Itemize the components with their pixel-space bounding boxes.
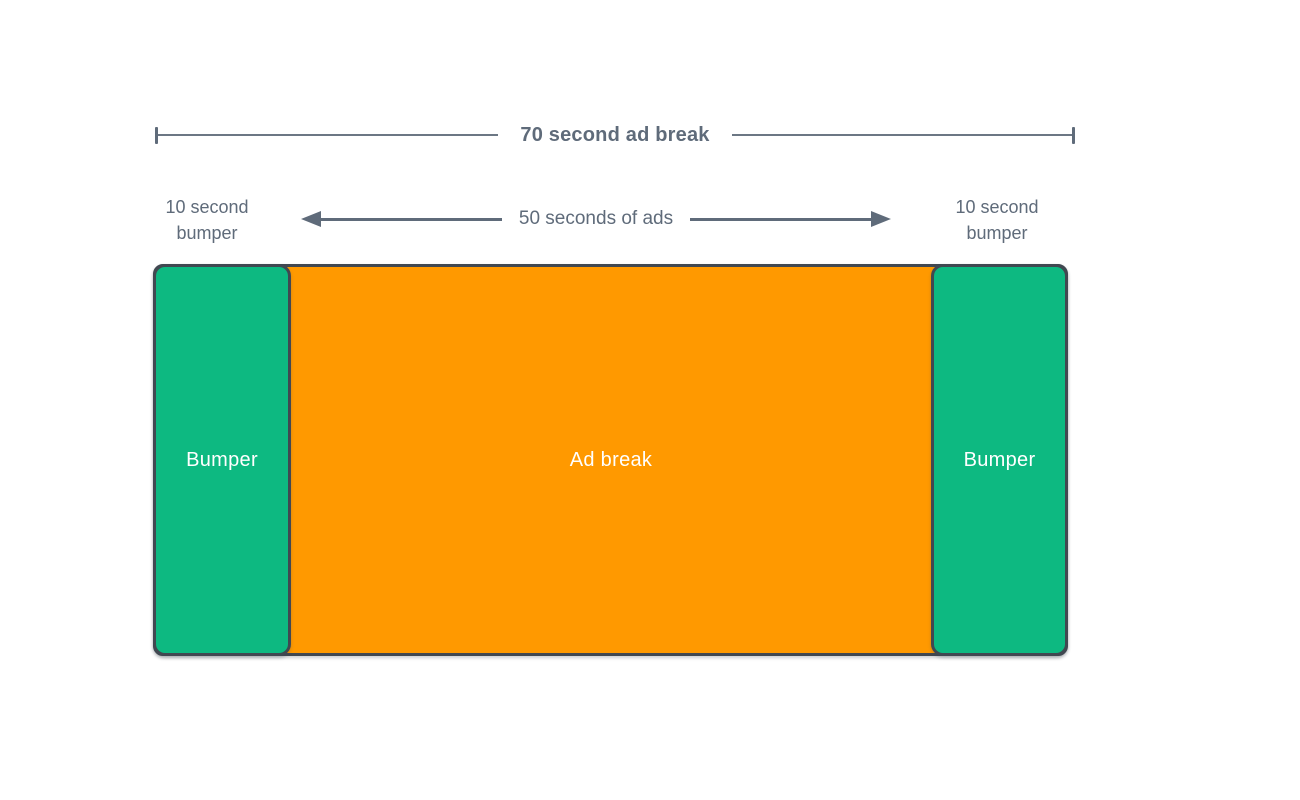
arrow-right-shaft	[690, 217, 871, 221]
bracket-right-tick	[1072, 126, 1075, 144]
right-bumper-block-label: Bumper	[963, 448, 1036, 471]
left-bumper-duration-line2: bumper	[176, 223, 238, 243]
arrow-left-shaft	[321, 217, 502, 221]
total-duration-bracket: 70 second ad break	[155, 119, 1075, 151]
ad-break-block: Ad break	[153, 264, 1068, 656]
ad-break-timeline: Ad break Bumper Bumper	[153, 264, 1068, 656]
right-bumper-duration-line2: bumper	[966, 223, 1028, 243]
ad-break-block-label-wrap: Ad break	[294, 267, 928, 653]
bracket-left-rule	[158, 134, 499, 136]
bracket-left-tick	[155, 126, 158, 144]
left-bumper-block: Bumper	[153, 264, 291, 656]
left-bumper-duration-line1: 10 second	[165, 197, 249, 217]
right-bumper-duration-line1: 10 second	[955, 197, 1039, 217]
ads-duration-label: 50 seconds of ads	[518, 208, 674, 229]
ad-break-block-label: Ad break	[569, 448, 653, 471]
left-bumper-duration-label: 10 second bumper	[151, 194, 263, 246]
ads-duration-arrow: 50 seconds of ads	[301, 205, 891, 233]
right-bumper-duration-label: 10 second bumper	[941, 194, 1053, 246]
total-duration-label: 70 second ad break	[520, 123, 710, 146]
bracket-right-rule	[731, 134, 1072, 136]
left-bumper-block-label: Bumper	[186, 448, 258, 471]
arrowhead-right-icon	[871, 211, 891, 227]
right-bumper-block: Bumper	[931, 264, 1068, 656]
arrowhead-left-icon	[301, 211, 321, 227]
